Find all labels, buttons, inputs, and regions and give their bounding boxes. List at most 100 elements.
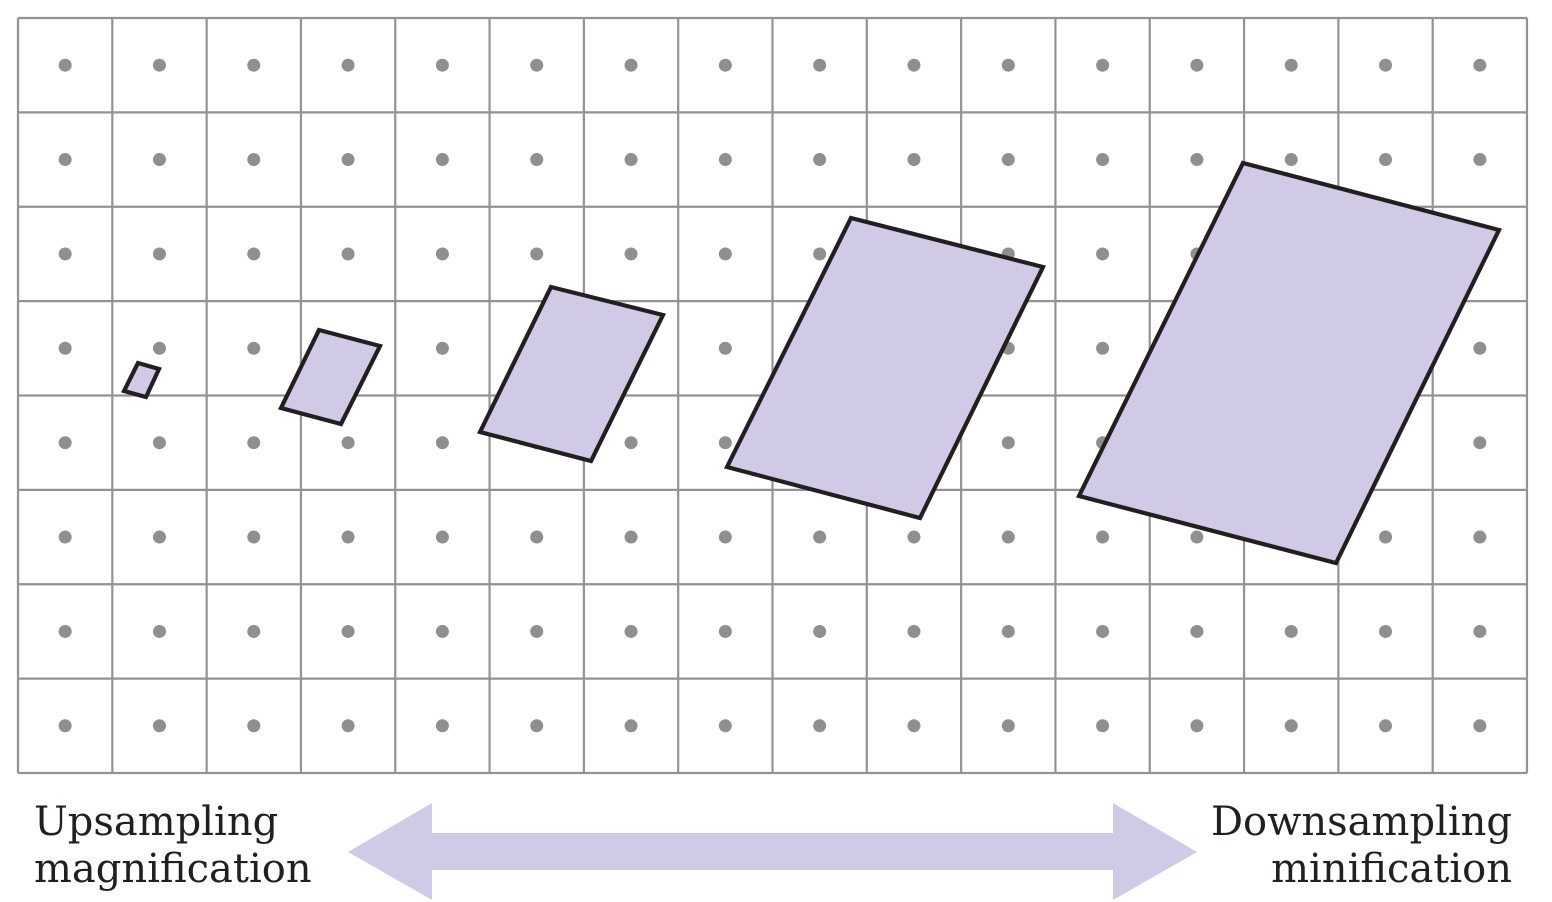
sample-point bbox=[152, 530, 166, 544]
sample-point bbox=[1001, 58, 1015, 72]
sample-point bbox=[624, 247, 638, 261]
sample-point bbox=[1473, 58, 1487, 72]
sample-point bbox=[718, 530, 732, 544]
sample-point bbox=[718, 719, 732, 733]
footprint-parallelogram-4 bbox=[723, 215, 1047, 521]
sample-point bbox=[813, 719, 827, 733]
sample-point bbox=[58, 58, 72, 72]
sample-point bbox=[152, 58, 166, 72]
sample-point bbox=[1379, 153, 1393, 167]
sample-point bbox=[58, 624, 72, 638]
sample-point bbox=[341, 530, 355, 544]
sample-point bbox=[435, 247, 449, 261]
sample-point bbox=[435, 624, 449, 638]
sample-point bbox=[1473, 530, 1487, 544]
footprint-parallelogram-5 bbox=[1075, 160, 1503, 566]
sample-point bbox=[624, 58, 638, 72]
sample-point bbox=[435, 341, 449, 355]
sample-point bbox=[813, 153, 827, 167]
downsampling-label-line1: Downsampling bbox=[1210, 799, 1512, 845]
sample-point bbox=[247, 530, 261, 544]
sample-point bbox=[435, 530, 449, 544]
upsampling-label-line1: Upsampling bbox=[34, 799, 279, 845]
sample-point bbox=[1001, 153, 1015, 167]
sample-point bbox=[1190, 624, 1204, 638]
sample-point bbox=[624, 719, 638, 733]
sample-point bbox=[341, 624, 355, 638]
sample-point bbox=[152, 341, 166, 355]
sample-point bbox=[530, 530, 544, 544]
footprint-parallelogram-2 bbox=[277, 327, 384, 427]
sample-point bbox=[435, 58, 449, 72]
sample-point bbox=[1096, 530, 1110, 544]
downsampling-label-line2: minification bbox=[1271, 846, 1512, 892]
sample-point bbox=[247, 719, 261, 733]
sample-point bbox=[718, 341, 732, 355]
sample-point bbox=[907, 530, 921, 544]
sample-point bbox=[1379, 58, 1393, 72]
sample-point bbox=[58, 719, 72, 733]
sample-point bbox=[152, 153, 166, 167]
sample-point bbox=[1284, 58, 1298, 72]
sample-point bbox=[530, 153, 544, 167]
sample-point bbox=[907, 153, 921, 167]
sample-point bbox=[247, 436, 261, 450]
sample-point bbox=[1473, 624, 1487, 638]
sample-point bbox=[813, 247, 827, 261]
sample-point bbox=[1379, 719, 1393, 733]
footprint-parallelogram-1 bbox=[120, 360, 162, 400]
sample-point bbox=[1001, 530, 1015, 544]
sample-point bbox=[530, 247, 544, 261]
sample-point bbox=[718, 58, 732, 72]
sample-point bbox=[1473, 341, 1487, 355]
upsampling-label-line2: magnification bbox=[34, 846, 312, 892]
sample-point bbox=[530, 624, 544, 638]
sample-point bbox=[1096, 624, 1110, 638]
sample-point bbox=[341, 247, 355, 261]
sample-point bbox=[1473, 153, 1487, 167]
sample-point bbox=[813, 58, 827, 72]
sample-point bbox=[718, 624, 732, 638]
sample-point bbox=[1284, 719, 1298, 733]
sample-point bbox=[1284, 624, 1298, 638]
sample-point bbox=[624, 436, 638, 450]
sample-point bbox=[152, 719, 166, 733]
sample-point bbox=[58, 436, 72, 450]
sample-point bbox=[152, 624, 166, 638]
sample-point bbox=[1190, 58, 1204, 72]
sample-point bbox=[247, 247, 261, 261]
sample-point bbox=[530, 58, 544, 72]
sample-point bbox=[247, 341, 261, 355]
sample-point bbox=[624, 530, 638, 544]
sample-point bbox=[624, 153, 638, 167]
sample-point bbox=[341, 153, 355, 167]
sample-point bbox=[1096, 247, 1110, 261]
sample-point bbox=[530, 719, 544, 733]
sample-point bbox=[1190, 719, 1204, 733]
sample-point bbox=[341, 436, 355, 450]
sample-point bbox=[1096, 341, 1110, 355]
sample-point bbox=[1096, 58, 1110, 72]
sample-point bbox=[1190, 530, 1204, 544]
sample-point bbox=[1473, 719, 1487, 733]
sample-point bbox=[247, 58, 261, 72]
sample-point bbox=[1379, 624, 1393, 638]
sample-point bbox=[58, 247, 72, 261]
sample-point bbox=[435, 436, 449, 450]
sample-point bbox=[1190, 153, 1204, 167]
sample-point bbox=[718, 247, 732, 261]
sample-point bbox=[1096, 153, 1110, 167]
sample-point bbox=[907, 719, 921, 733]
sample-point bbox=[247, 624, 261, 638]
texel-footprints bbox=[120, 160, 1503, 566]
sample-point bbox=[1096, 719, 1110, 733]
sample-point bbox=[1379, 530, 1393, 544]
sample-point bbox=[58, 341, 72, 355]
sample-point bbox=[624, 624, 638, 638]
double-headed-arrow bbox=[348, 803, 1197, 900]
sample-point bbox=[1001, 624, 1015, 638]
sample-point bbox=[907, 58, 921, 72]
footprint-parallelogram-3 bbox=[476, 284, 667, 464]
sample-point bbox=[813, 624, 827, 638]
